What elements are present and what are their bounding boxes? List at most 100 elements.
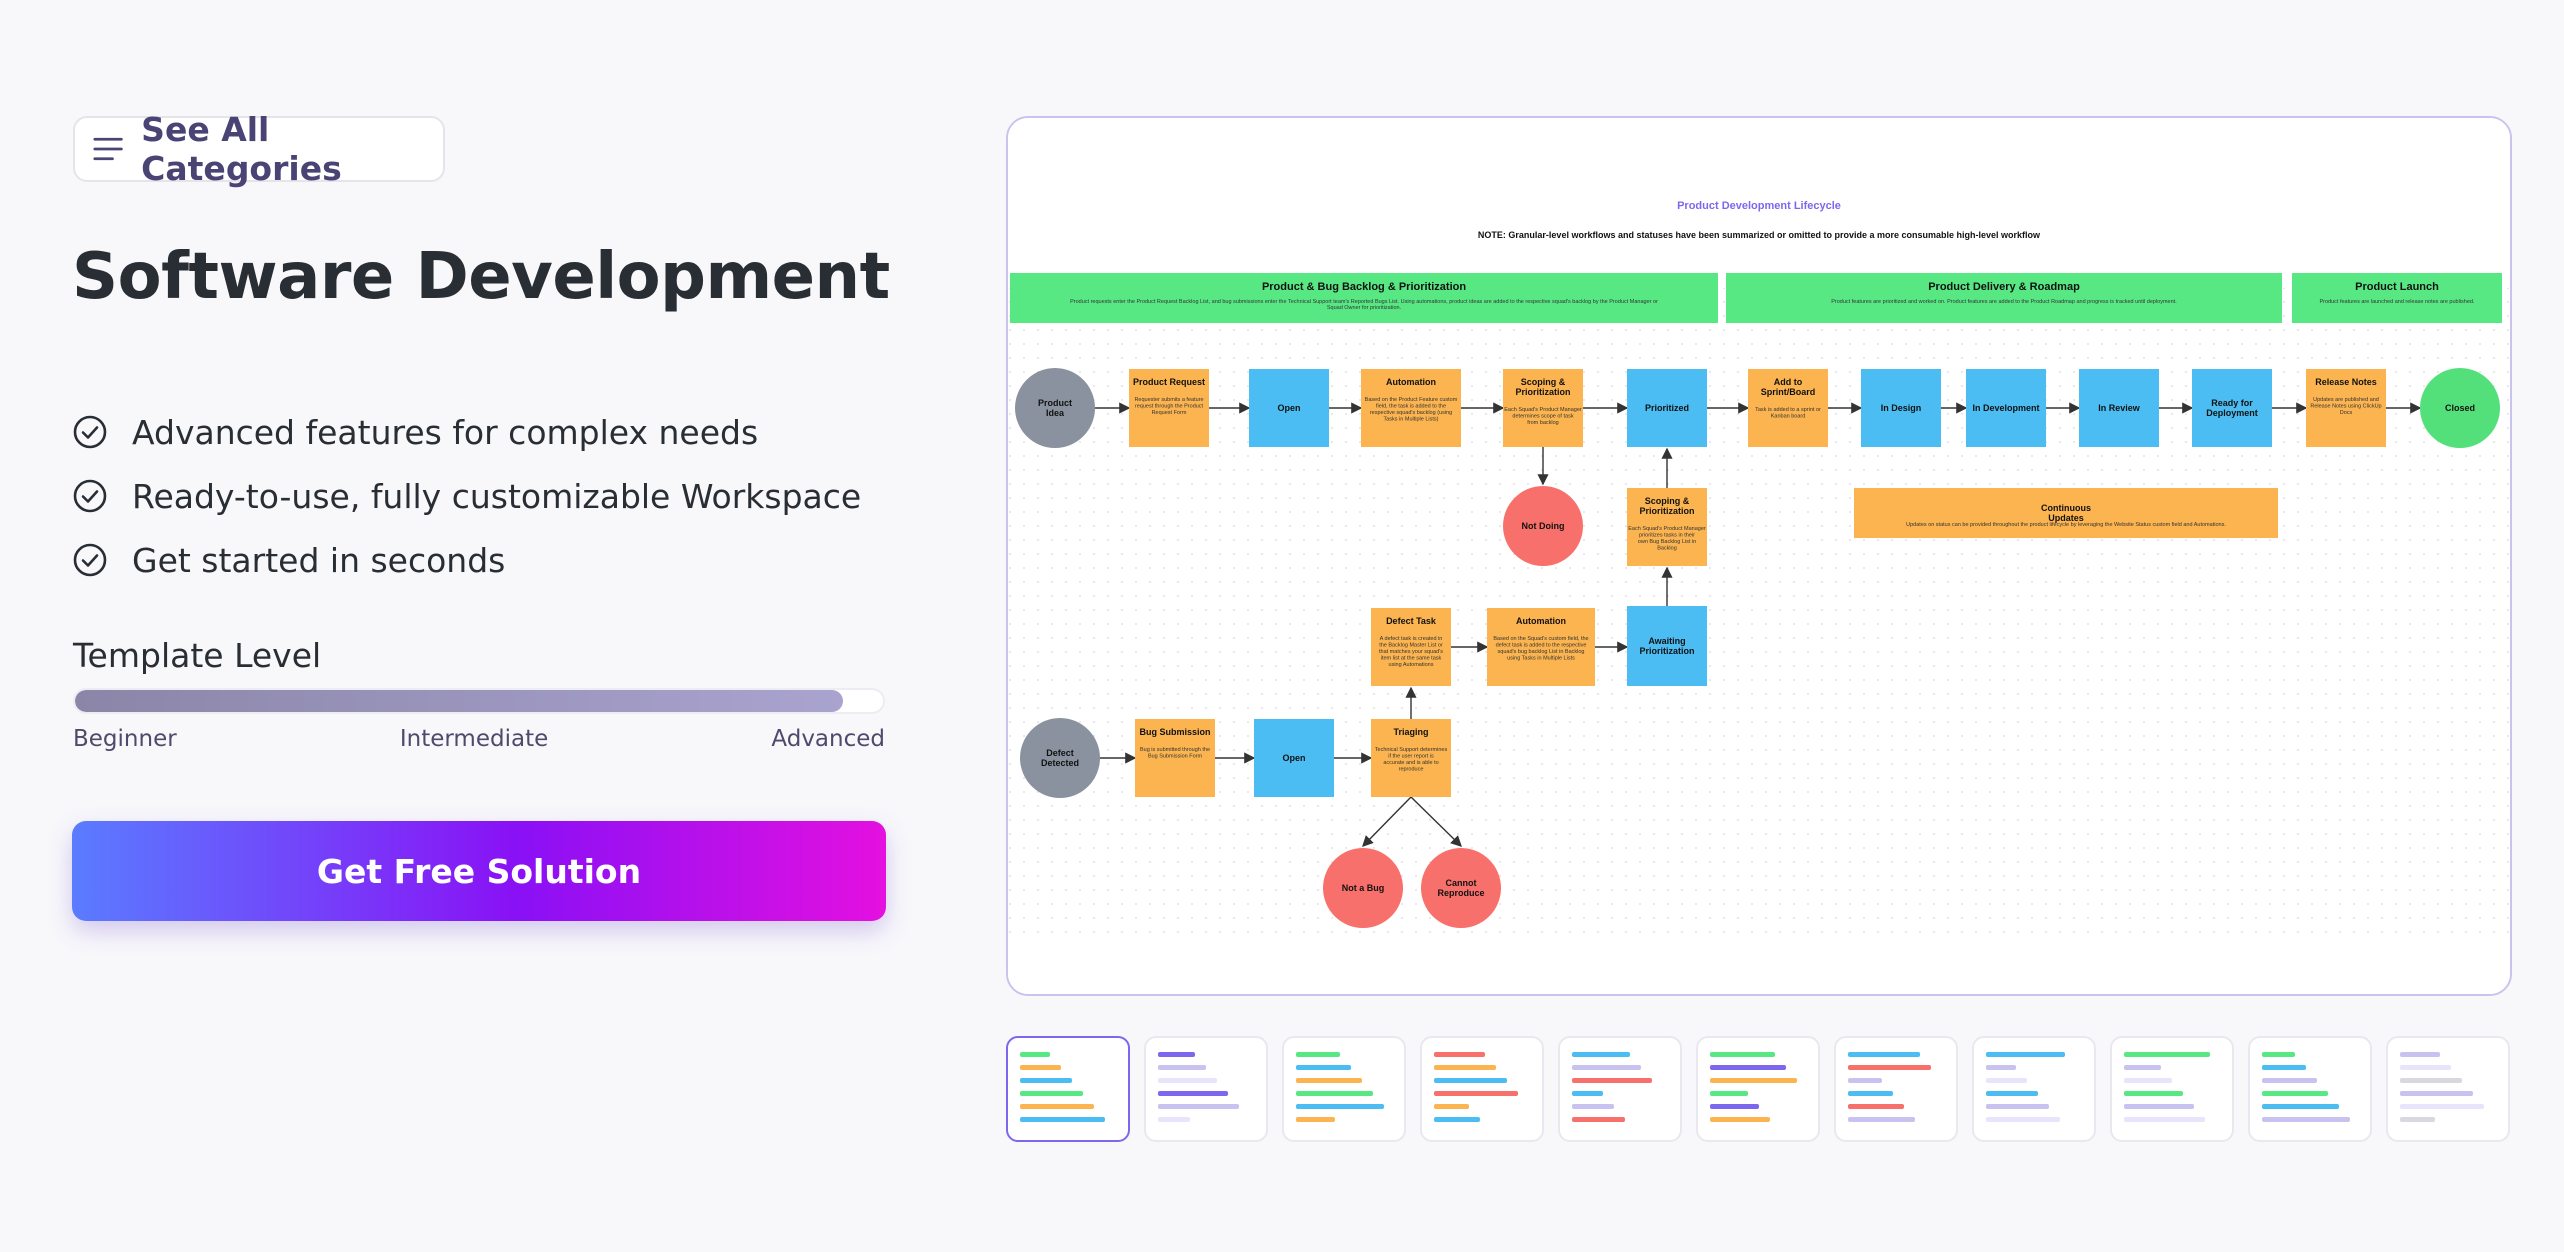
node-open-2 (1254, 719, 1334, 797)
section-description: Product features are launched and releas… (2319, 299, 2474, 305)
check-circle-icon (73, 543, 107, 577)
node-release-notes (2306, 369, 2386, 447)
thumbnail-bar (2400, 1091, 2473, 1096)
node-in-development (1966, 369, 2046, 447)
template-thumbnail[interactable] (1834, 1036, 1958, 1142)
section-header (1726, 273, 2282, 323)
thumbnail-bar (1434, 1091, 1518, 1096)
thumbnail-bar (1434, 1065, 1496, 1070)
thumbnail-bar (1710, 1065, 1786, 1070)
node-scoping-2-label: Scoping &Prioritization (1639, 496, 1694, 516)
node-bug-submission-label: Bug Submission (1139, 727, 1210, 737)
thumbnail-bar (1434, 1104, 1469, 1109)
node-automation-1 (1361, 369, 1461, 447)
feature-item: Advanced features for complex needs (72, 400, 861, 464)
thumbnail-bar (1848, 1091, 1893, 1096)
node-not-doing (1503, 486, 1583, 566)
node-open-2-label: Open (1282, 753, 1305, 763)
diagram-title: Product Development Lifecycle (1677, 200, 1841, 212)
thumbnail-bar (2124, 1091, 2183, 1096)
node-not-a-bug-label: Not a Bug (1342, 883, 1385, 893)
node-continuous-updates-description: Updates on status can be provided throug… (1906, 522, 2226, 528)
section-header (1010, 273, 1718, 323)
template-level-scale: Beginner Intermediate Advanced (73, 726, 885, 752)
section-title: Product Delivery & Roadmap (1928, 281, 2080, 293)
node-product-request-label: Product Request (1133, 377, 1205, 387)
thumbnail-bar (1710, 1117, 1770, 1122)
level-intermediate: Intermediate (399, 726, 549, 752)
thumbnail-bar (2262, 1091, 2328, 1096)
connector-arrow (1362, 796, 1412, 848)
node-open-1-label: Open (1277, 403, 1300, 413)
node-continuous-updates (1854, 488, 2278, 538)
node-automation-1-label: Automation (1386, 377, 1436, 387)
feature-text: Advanced features for complex needs (132, 412, 759, 452)
thumbnail-bar (1986, 1078, 2027, 1083)
thumbnail-bar (1158, 1117, 1190, 1122)
thumbnail-bar (1848, 1104, 1904, 1109)
thumbnail-bar (1572, 1065, 1641, 1070)
thumbnail-bar (1848, 1065, 1931, 1070)
thumbnail-bar (1296, 1065, 1351, 1070)
check-circle-icon (73, 415, 107, 449)
node-cannot-reproduce (1421, 848, 1501, 928)
level-advanced: Advanced (771, 726, 885, 752)
thumbnail-bar (1158, 1104, 1239, 1109)
thumbnail-bar (2400, 1078, 2462, 1083)
template-thumbnail[interactable] (1144, 1036, 1268, 1142)
section-description: Product features are prioritized and wor… (1831, 299, 2177, 305)
template-thumbnail[interactable] (2110, 1036, 2234, 1142)
thumbnail-bar (1572, 1104, 1614, 1109)
thumbnail-bar (1710, 1104, 1759, 1109)
thumbnail-bar (1158, 1065, 1206, 1070)
thumbnail-preview (1296, 1052, 1384, 1122)
template-thumbnail[interactable] (1420, 1036, 1544, 1142)
template-thumbnail[interactable] (1282, 1036, 1406, 1142)
thumbnail-bar (2124, 1104, 2194, 1109)
menu-lines-icon (93, 137, 123, 161)
template-thumbnail[interactable] (2386, 1036, 2510, 1142)
template-level-label: Template Level (73, 636, 322, 675)
node-closed (2420, 368, 2500, 448)
template-thumbnail[interactable] (1696, 1036, 1820, 1142)
node-in-design-label: In Design (1881, 403, 1922, 413)
get-free-solution-button[interactable]: Get Free Solution (72, 821, 886, 921)
node-bug-submission (1135, 719, 1215, 797)
thumbnail-bar (1020, 1078, 1072, 1083)
level-beginner: Beginner (73, 726, 177, 752)
template-thumbnail[interactable] (1972, 1036, 2096, 1142)
section-title: Product Launch (2355, 281, 2439, 293)
node-prioritized (1627, 369, 1707, 447)
thumbnail-bar (1296, 1117, 1335, 1122)
template-thumbnail[interactable] (1006, 1036, 1130, 1142)
node-prioritized-label: Prioritized (1645, 403, 1689, 413)
node-awaiting-prioritization (1627, 606, 1707, 686)
thumbnail-bar (1986, 1052, 2065, 1057)
node-automation-2-label: Automation (1516, 616, 1566, 626)
thumbnail-bar (1020, 1065, 1061, 1070)
thumbnail-bar (2400, 1117, 2435, 1122)
thumbnail-bar (1572, 1052, 1630, 1057)
thumbnail-bar (1020, 1091, 1083, 1096)
thumbnail-bar (1158, 1078, 1217, 1083)
node-in-development-label: In Development (1972, 403, 2039, 413)
feature-text: Ready-to-use, fully customizable Workspa… (132, 476, 862, 516)
template-thumbnail[interactable] (2248, 1036, 2372, 1142)
template-level-fill (75, 690, 843, 712)
see-all-categories-button[interactable]: See All Categories (73, 110, 445, 188)
page-title: Software Development (72, 240, 890, 314)
thumbnail-bar (2262, 1078, 2317, 1083)
template-thumbnail[interactable] (1558, 1036, 1682, 1142)
